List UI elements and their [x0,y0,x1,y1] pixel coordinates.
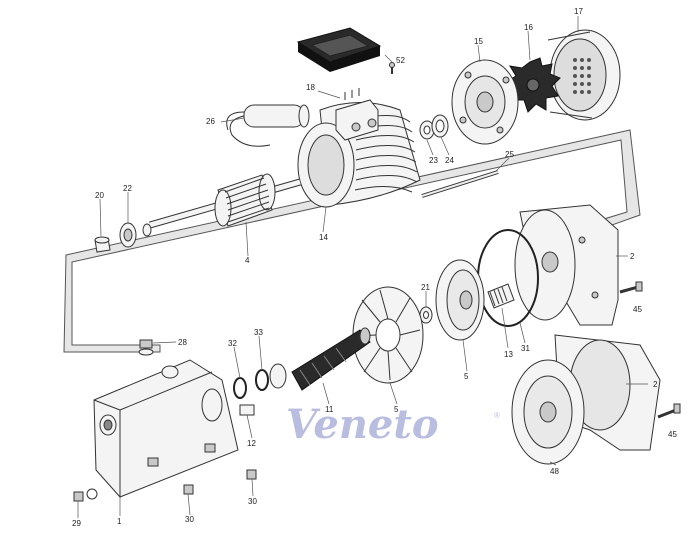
callout-33: 33 [254,328,263,337]
callout-52: 52 [396,56,405,65]
callout-21: 21 [421,283,430,292]
pump-body-part [93,359,239,498]
callout-31: 31 [521,344,530,353]
callout-30-right: 30 [248,497,257,506]
callout-25: 25 [505,150,514,159]
brand-name: Veneto [286,401,439,448]
callout-4: 4 [245,256,250,265]
callout-18: 18 [306,83,315,92]
callout-26-capacitor: 26 [206,117,215,126]
callout-11: 11 [325,405,334,414]
callout-29: 29 [72,519,81,528]
callout-45-upper: 45 [633,305,642,314]
mechanical-seal-part [487,283,515,309]
fan-cover-part [547,29,621,121]
callout-16: 16 [524,23,533,32]
brand-watermark: Veneto ® [286,401,500,448]
callout-2-lower: 2 [653,380,658,389]
callout-45-lower: 45 [668,430,677,439]
callout-30-center: 30 [185,515,194,524]
callout-2-upper: 2 [630,252,635,261]
callout-15: 15 [474,37,483,46]
callout-17: 17 [574,7,583,16]
tie-rod-part [421,170,499,198]
capacitor-part [226,104,310,147]
motor-stator-housing-part [297,88,421,208]
callout-23: 23 [429,156,438,165]
seal-rings-part [233,363,287,399]
callout-32: 32 [228,339,237,348]
callout-24: 24 [445,156,454,165]
drain-plug-c-part [73,488,98,502]
callout-5-diffuser: 5 [394,405,399,414]
callout-1: 1 [117,517,122,526]
venturi-tube-part [291,327,371,391]
callout-labels: 17 16 15 52 18 26 23 24 25 14 20 22 4 2 … [72,7,677,528]
end-shield-part [451,59,519,145]
registered-mark: ® [494,411,500,420]
callout-5-impeller: 5 [464,372,469,381]
front-bearing-part [119,222,152,248]
drain-plug-b-part [183,484,194,495]
bolt-lower-part [657,403,681,419]
bearing-and-washer-parts [419,114,449,140]
callout-48: 48 [550,467,559,476]
priming-plug-part [138,339,154,356]
callout-22: 22 [123,184,132,193]
callout-20: 20 [95,191,104,200]
impeller-part [435,259,485,341]
assembly-path-band [63,129,641,353]
callout-12: 12 [247,439,256,448]
cooling-fan-part [505,57,561,113]
pump-casing-upper-part [514,204,619,326]
terminal-box-cover-part [296,27,395,74]
callout-13: 13 [504,350,513,359]
pump-front-cover-part [511,359,585,465]
drain-plug-a-part [246,469,257,480]
connector-part [239,404,255,416]
callout-leaders [77,16,648,518]
bolt-upper-part [619,281,643,294]
shaft-cap-part [94,236,111,253]
callout-28: 28 [178,338,187,347]
rotor-shaft-part [149,173,301,229]
callout-14: 14 [319,233,328,242]
